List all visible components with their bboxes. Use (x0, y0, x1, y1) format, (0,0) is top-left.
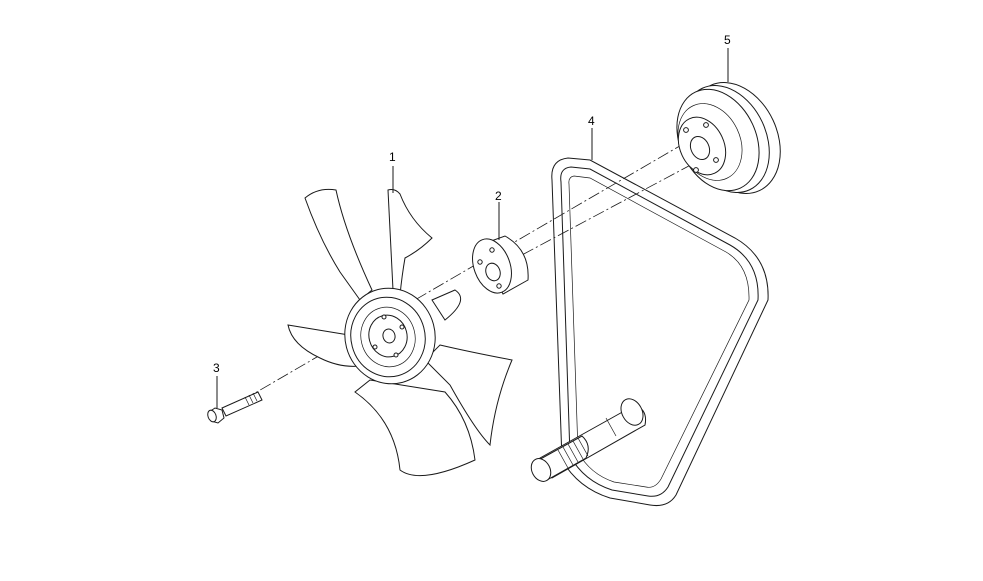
fan (287, 188, 513, 477)
callout-4: 4 (588, 114, 595, 128)
callout-labels: 1 2 3 4 5 (213, 33, 731, 375)
bolt (207, 391, 263, 424)
pulley (676, 82, 781, 194)
callout-1: 1 (389, 150, 396, 164)
callout-3: 3 (213, 361, 220, 375)
v-belt (551, 157, 769, 506)
shaft (530, 398, 646, 482)
leader-lines (216, 48, 729, 408)
spacer (472, 235, 529, 295)
callout-2: 2 (495, 189, 502, 203)
callout-5: 5 (724, 33, 731, 47)
